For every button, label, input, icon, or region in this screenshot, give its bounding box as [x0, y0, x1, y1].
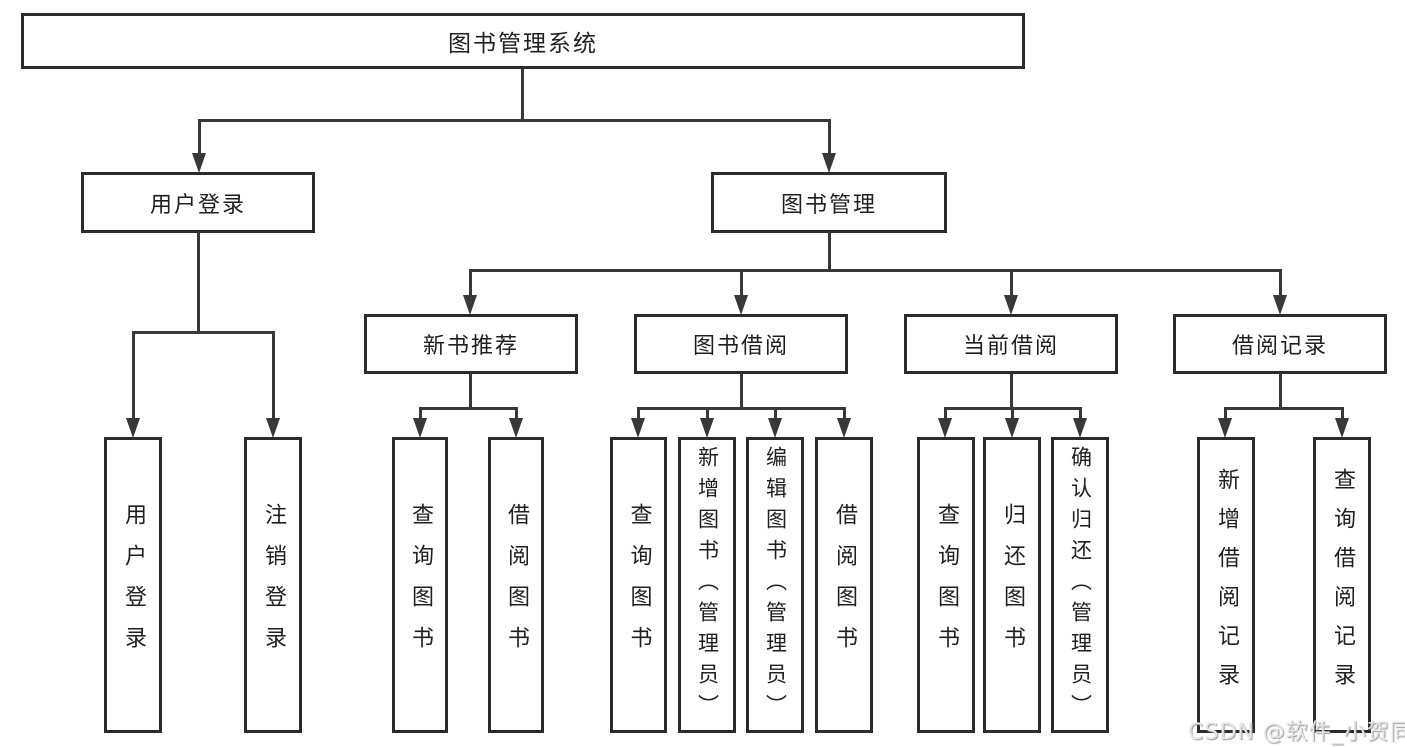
- connector-line: [1079, 407, 1082, 418]
- arrow-head: [1335, 418, 1349, 438]
- arrow-head: [837, 418, 851, 438]
- connector-user-login-stub: [197, 232, 200, 332]
- connector-user-login-rail: [132, 331, 274, 334]
- connector-line: [706, 407, 709, 418]
- connector-level2-rail: [470, 269, 1281, 272]
- connector-line: [515, 407, 518, 418]
- connector-new-books-rail: [419, 407, 518, 410]
- node-label: 当前借阅: [962, 334, 1059, 359]
- connector-line: [1011, 407, 1014, 418]
- node-label: 借阅记录: [1231, 334, 1328, 359]
- connector-line: [1279, 269, 1282, 295]
- node-label: 图书借阅: [692, 334, 789, 359]
- leaf-query-books-current: 查询图书: [917, 437, 975, 733]
- arrow-head: [192, 153, 206, 173]
- connector-new-books-stub: [469, 373, 472, 408]
- connector-book-borrow-rail: [637, 407, 846, 410]
- arrow-head: [700, 418, 714, 438]
- arrow-head: [734, 295, 748, 315]
- arrow-head: [1005, 418, 1019, 438]
- node-label: 图书管理系统: [448, 31, 598, 57]
- leaf-label: 新增图书（管理员）: [695, 445, 720, 725]
- connector-book-mgmt-stub: [828, 232, 831, 270]
- leaf-label: 确认归还（管理员）: [1068, 445, 1093, 725]
- leaf-label: 查询图书: [408, 503, 433, 667]
- connector-line: [944, 407, 947, 418]
- node-book-borrowing: 图书借阅: [634, 314, 848, 374]
- leaf-add-book-admin: 新增图书（管理员）: [678, 437, 736, 733]
- node-label: 用户登录: [149, 192, 246, 218]
- connector-borrow-records-rail: [1224, 407, 1344, 410]
- leaf-label: 借阅图书: [832, 503, 857, 667]
- arrow-head: [822, 153, 836, 173]
- connector-book-borrow-stub: [740, 373, 743, 408]
- leaf-borrow-books: 借阅图书: [815, 437, 873, 733]
- node-borrowing-records: 借阅记录: [1173, 314, 1387, 374]
- connector-line: [828, 119, 831, 153]
- connector-line: [1010, 269, 1013, 295]
- arrow-head: [631, 418, 645, 438]
- leaf-label: 查询图书: [626, 503, 652, 667]
- leaf-confirm-return-admin: 确认归还（管理员）: [1051, 437, 1109, 733]
- connector-line: [637, 407, 640, 418]
- leaf-edit-book-admin: 编辑图书（管理员）: [746, 437, 804, 733]
- connector-line: [843, 407, 846, 418]
- arrow-head: [509, 418, 523, 438]
- leaf-label: 归还图书: [1000, 503, 1025, 667]
- arrow-head: [768, 418, 782, 438]
- node-library-management-system: 图书管理系统: [21, 13, 1025, 69]
- connector-line: [419, 407, 422, 418]
- leaf-add-borrow-record: 新增借阅记录: [1197, 437, 1255, 733]
- arrow-head: [1004, 295, 1018, 315]
- leaf-query-books-recommend: 查询图书: [392, 437, 448, 733]
- arrow-head: [1073, 418, 1087, 438]
- connector-line: [1224, 407, 1227, 418]
- arrow-head: [126, 418, 140, 438]
- arrow-head: [463, 295, 477, 315]
- leaf-label: 查询图书: [934, 503, 959, 667]
- node-user-login: 用户登录: [81, 172, 315, 233]
- csdn-watermark: CSDN @软件_小贺同学: [1188, 720, 1405, 745]
- connector-line: [1341, 407, 1344, 418]
- connector-current-borrow-stub: [1010, 373, 1013, 408]
- leaf-label: 新增借阅记录: [1214, 468, 1239, 702]
- leaf-label: 用户登录: [121, 503, 146, 667]
- connector-line: [469, 269, 472, 295]
- node-label: 新书推荐: [422, 334, 519, 359]
- connector-borrow-records-stub: [1279, 373, 1282, 408]
- connector-level1-rail: [198, 119, 831, 122]
- leaf-label: 查询借阅记录: [1330, 468, 1355, 702]
- leaf-query-borrow-record: 查询借阅记录: [1313, 437, 1371, 733]
- leaf-label: 编辑图书（管理员）: [763, 445, 788, 725]
- connector-root-stub: [521, 69, 524, 120]
- connector-line: [740, 269, 743, 295]
- leaf-label: 借阅图书: [504, 503, 529, 667]
- leaf-user-login: 用户登录: [104, 437, 162, 733]
- leaf-logout: 注销登录: [244, 437, 302, 733]
- arrow-head: [938, 418, 952, 438]
- node-book-management: 图书管理: [711, 172, 947, 233]
- connector-line: [774, 407, 777, 418]
- arrow-head: [413, 418, 427, 438]
- node-current-borrowing: 当前借阅: [904, 314, 1118, 374]
- connector-line: [272, 331, 275, 418]
- connector-line: [132, 331, 135, 418]
- arrow-head: [266, 418, 280, 438]
- leaf-return-books: 归还图书: [983, 437, 1041, 733]
- node-label: 图书管理: [780, 192, 877, 218]
- arrow-head: [1273, 295, 1287, 315]
- arrow-head: [1218, 418, 1232, 438]
- leaf-query-books-borrow: 查询图书: [610, 437, 667, 733]
- leaf-label: 注销登录: [261, 503, 286, 667]
- connector-line: [198, 119, 201, 153]
- node-new-book-recommend: 新书推荐: [364, 314, 578, 374]
- leaf-borrow-books-recommend: 借阅图书: [488, 437, 544, 733]
